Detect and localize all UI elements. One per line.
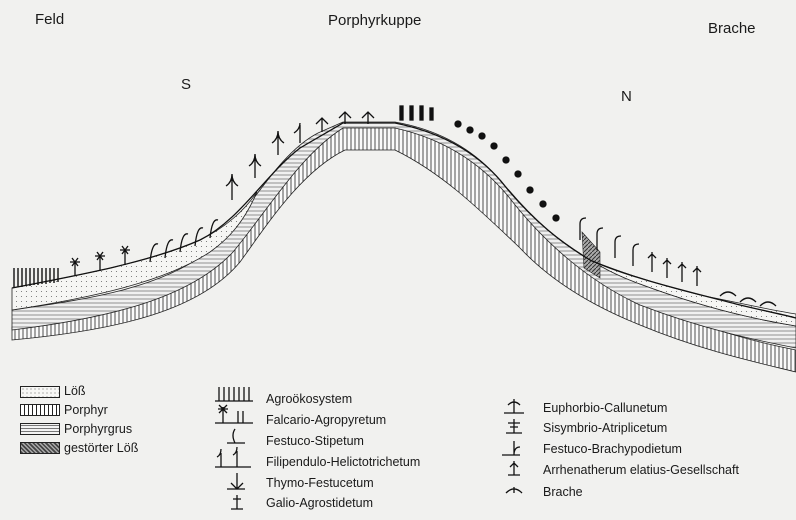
- hill-cross-section: [0, 0, 796, 380]
- arrow-grass-symbol-icon: [227, 473, 245, 489]
- porphyr-swatch-icon: [20, 404, 60, 416]
- legend-label-sisymbrio: Sisymbrio-Atriplicetum: [543, 421, 667, 435]
- ruderal-symbol-icon: [506, 419, 522, 433]
- legend-label-thymo: Thymo-Festucetum: [266, 476, 374, 490]
- legend-label-brache: Brache: [543, 485, 583, 499]
- vegetation-legend-icons-1: [213, 385, 273, 520]
- legend-label-galio: Galio-Agrostidetum: [266, 496, 373, 510]
- legend-label-gestoerter-loess: gestörter Löß: [64, 441, 138, 455]
- legend-label-porphyr: Porphyr: [64, 403, 108, 417]
- legend-label-loess: Löß: [64, 384, 86, 398]
- arched-grass-symbol-icon: [227, 429, 245, 443]
- disturbed-loess-swatch-icon: [20, 442, 60, 454]
- porphyrgrus-swatch-icon: [20, 423, 60, 435]
- meadow-grass-symbol-icon: [508, 461, 520, 475]
- small-cross-symbol-icon: [231, 495, 243, 509]
- legend-label-porphyrgrus: Porphyrgrus: [64, 422, 132, 436]
- hook-grass-symbol-icon: [502, 441, 520, 455]
- crop-rows-symbol-icon: [215, 387, 253, 401]
- legend-label-festuco-stipetum: Festuco-Stipetum: [266, 434, 364, 448]
- fallow-symbol-icon: [506, 487, 522, 493]
- legend-label-filipendulo: Filipendulo-Helictotrichetum: [266, 455, 420, 469]
- legend-label-falcario: Falcario-Agropyretum: [266, 413, 386, 427]
- star-herb-symbol-icon: [215, 405, 253, 423]
- loess-swatch-icon: [20, 386, 60, 398]
- legend-label-festuco-brachypodietum: Festuco-Brachypodietum: [543, 442, 682, 456]
- heath-symbol-icon: [504, 399, 524, 413]
- leafy-herb-symbol-icon: [215, 447, 251, 467]
- legend-label-arrhenatherum: Arrhenatherum elatius-Gesellschaft: [543, 463, 739, 477]
- vegetation-legend-icons-2: [500, 397, 540, 507]
- legend-label-euphorbio: Euphorbio-Callunetum: [543, 401, 667, 415]
- legend-label-agrooekosystem: Agroökosystem: [266, 392, 352, 406]
- porphyr-layer: [12, 126, 796, 372]
